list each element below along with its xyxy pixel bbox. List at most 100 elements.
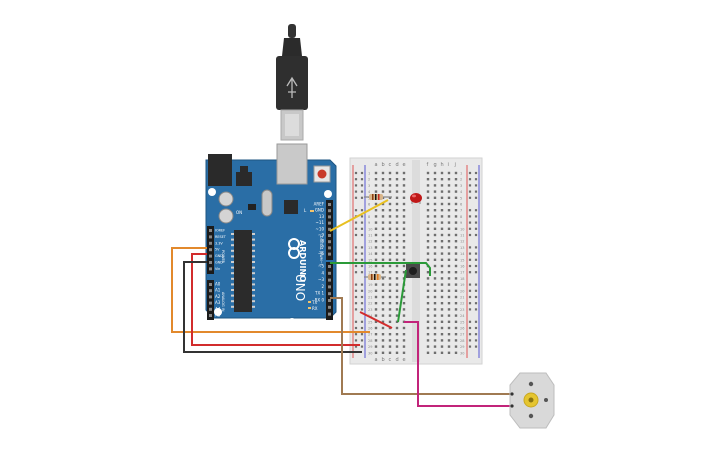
breadboard-hole[interactable] xyxy=(433,302,437,305)
breadboard-hole[interactable] xyxy=(388,221,392,224)
rail-hole[interactable] xyxy=(354,246,358,249)
rail-hole[interactable] xyxy=(468,308,472,311)
power-pin-hole[interactable] xyxy=(209,261,212,264)
breadboard-hole[interactable] xyxy=(388,184,392,187)
breadboard-hole[interactable] xyxy=(454,190,458,193)
breadboard-hole[interactable] xyxy=(388,277,392,280)
breadboard-hole[interactable] xyxy=(426,333,430,336)
breadboard-hole[interactable] xyxy=(374,227,378,230)
rail-hole[interactable] xyxy=(354,252,358,255)
rail-hole[interactable] xyxy=(474,345,478,348)
breadboard-hole[interactable] xyxy=(374,190,378,193)
breadboard-hole[interactable] xyxy=(374,184,378,187)
rail-hole[interactable] xyxy=(468,171,472,175)
breadboard-hole[interactable] xyxy=(402,271,406,274)
breadboard-hole[interactable] xyxy=(447,339,451,342)
breadboard-hole[interactable] xyxy=(447,333,451,336)
breadboard-hole[interactable] xyxy=(447,252,451,255)
breadboard-hole[interactable] xyxy=(440,221,444,224)
breadboard-hole[interactable] xyxy=(440,264,444,268)
rail-hole[interactable] xyxy=(468,227,472,230)
breadboard-hole[interactable] xyxy=(374,333,378,336)
rail-hole[interactable] xyxy=(354,184,358,187)
rail-hole[interactable] xyxy=(360,345,364,348)
breadboard-hole[interactable] xyxy=(433,351,437,354)
breadboard-hole[interactable] xyxy=(440,202,444,206)
breadboard-hole[interactable] xyxy=(381,339,385,342)
breadboard-hole[interactable] xyxy=(454,184,458,187)
breadboard-hole[interactable] xyxy=(381,326,385,330)
breadboard-hole[interactable] xyxy=(433,339,437,342)
breadboard-hole[interactable] xyxy=(395,215,399,218)
rail-hole[interactable] xyxy=(360,221,364,224)
breadboard-hole[interactable] xyxy=(440,196,444,199)
rail-hole[interactable] xyxy=(354,283,358,286)
breadboard-hole[interactable] xyxy=(440,252,444,255)
breadboard-hole[interactable] xyxy=(454,295,458,299)
breadboard-hole[interactable] xyxy=(426,302,430,305)
rail-hole[interactable] xyxy=(474,326,478,330)
rail-hole[interactable] xyxy=(468,295,472,299)
breadboard-hole[interactable] xyxy=(402,171,406,175)
breadboard-hole[interactable] xyxy=(426,221,430,224)
rail-hole[interactable] xyxy=(468,196,472,199)
breadboard-hole[interactable] xyxy=(395,295,399,299)
breadboard-hole[interactable] xyxy=(402,314,406,317)
breadboard-hole[interactable] xyxy=(381,202,385,206)
rail-hole[interactable] xyxy=(360,246,364,249)
rail-hole[interactable] xyxy=(354,295,358,299)
breadboard-hole[interactable] xyxy=(426,227,430,230)
digital-pin-hole[interactable] xyxy=(328,312,331,316)
breadboard-hole[interactable] xyxy=(426,295,430,299)
rail-hole[interactable] xyxy=(354,333,358,336)
breadboard-hole[interactable] xyxy=(440,295,444,299)
wire-red-power[interactable] xyxy=(191,253,360,346)
breadboard-hole[interactable] xyxy=(426,308,430,311)
breadboard-hole[interactable] xyxy=(454,209,458,212)
breadboard-hole[interactable] xyxy=(395,264,399,268)
breadboard-hole[interactable] xyxy=(374,308,378,311)
breadboard-hole[interactable] xyxy=(440,240,444,243)
breadboard-hole[interactable] xyxy=(440,345,444,348)
breadboard-hole[interactable] xyxy=(402,202,406,206)
breadboard-hole[interactable] xyxy=(447,320,451,323)
digital-pin-hole[interactable] xyxy=(328,271,331,275)
breadboard-hole[interactable] xyxy=(374,320,378,323)
power-pin-hole[interactable] xyxy=(209,235,212,239)
rail-hole[interactable] xyxy=(474,178,478,181)
breadboard-hole[interactable] xyxy=(381,345,385,348)
rail-hole[interactable] xyxy=(468,178,472,181)
breadboard-hole[interactable] xyxy=(402,258,406,261)
breadboard-hole[interactable] xyxy=(374,264,378,268)
breadboard-hole[interactable] xyxy=(426,209,430,212)
breadboard-hole[interactable] xyxy=(395,184,399,187)
rail-hole[interactable] xyxy=(354,209,358,212)
breadboard-hole[interactable] xyxy=(388,258,392,261)
rail-hole[interactable] xyxy=(354,264,358,268)
rail-hole[interactable] xyxy=(354,233,358,237)
breadboard-hole[interactable] xyxy=(402,221,406,224)
breadboard-hole[interactable] xyxy=(433,333,437,336)
breadboard-hole[interactable] xyxy=(426,277,430,280)
breadboard-hole[interactable] xyxy=(426,351,430,354)
breadboard-hole[interactable] xyxy=(454,302,458,305)
dc-motor[interactable] xyxy=(509,372,555,429)
breadboard-hole[interactable] xyxy=(440,215,444,218)
breadboard-hole[interactable] xyxy=(381,215,385,218)
breadboard-hole[interactable] xyxy=(433,209,437,212)
usb-cable[interactable] xyxy=(276,24,308,141)
digital-pin-hole[interactable] xyxy=(328,246,331,250)
breadboard-hole[interactable] xyxy=(374,215,378,218)
breadboard-hole[interactable] xyxy=(447,227,451,230)
breadboard-hole[interactable] xyxy=(374,246,378,249)
breadboard-hole[interactable] xyxy=(440,227,444,230)
breadboard-hole[interactable] xyxy=(454,320,458,323)
breadboard-hole[interactable] xyxy=(447,171,451,175)
breadboard-hole[interactable] xyxy=(388,320,392,323)
rail-hole[interactable] xyxy=(354,302,358,305)
breadboard-hole[interactable] xyxy=(433,178,437,181)
led[interactable] xyxy=(410,193,422,204)
rail-hole[interactable] xyxy=(474,289,478,292)
breadboard-hole[interactable] xyxy=(447,351,451,354)
